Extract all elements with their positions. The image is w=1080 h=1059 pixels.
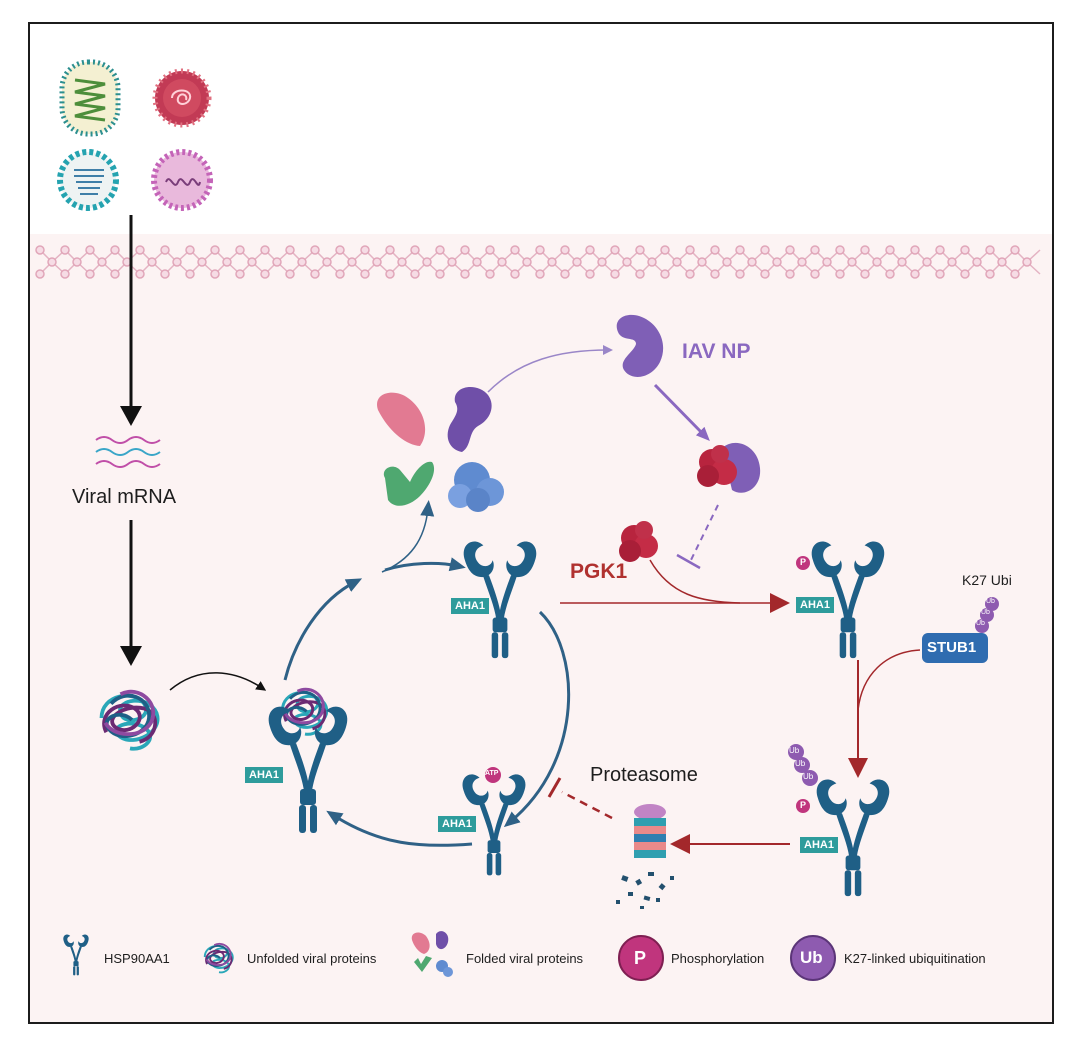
pgk1-label: PGK1 (570, 560, 628, 583)
ub-bottom-2 (794, 757, 810, 773)
legend-unfolded-label: Unfolded viral proteins (247, 951, 377, 966)
np-binding-arrow (653, 383, 710, 441)
aha1-tag-client: AHA1 (245, 767, 283, 783)
folded-protein-blue (448, 462, 504, 512)
phosphorylation-arrowhead (770, 593, 790, 613)
legend-phosphorylation-icon (618, 935, 664, 981)
entry-arrowhead (120, 406, 142, 426)
degraded-fragments-icon (616, 872, 674, 909)
cycle-arrow-release (283, 578, 363, 681)
iav-np-protein (616, 314, 664, 377)
ub-bottom-label-1: Ub (789, 746, 800, 755)
ub-chain-3 (985, 597, 999, 611)
folded-protein-pink (377, 392, 426, 446)
phospho-marker-bottom (796, 799, 810, 813)
virus-red-icon (152, 68, 212, 128)
phospho-p-bottom: P (800, 800, 807, 810)
client-loading-arrow (169, 672, 267, 691)
legend-ub-symbol: Ub (800, 948, 823, 967)
virus-filamentous-icon (59, 59, 121, 137)
folded-protein-purple (447, 386, 492, 452)
np-inhibition-bar (676, 553, 701, 570)
proteasome-inhibition-bar (547, 777, 562, 798)
ub-chain-label-2: Ub (981, 609, 990, 616)
pgk1-protein (619, 521, 658, 562)
legend-folded-icon (411, 931, 453, 977)
cell-membrane (35, 245, 1041, 279)
proteasome-inhibition-line (561, 790, 613, 820)
ub-bottom-3 (802, 770, 818, 786)
aha1-tag-phospho: AHA1 (796, 597, 834, 613)
cycle-arrow-reset (326, 810, 473, 847)
folding-arrow (381, 500, 435, 573)
proteasome-icon (634, 804, 666, 858)
ub-chain-2 (980, 608, 994, 622)
aha1-tag-open: AHA1 (451, 598, 489, 614)
atp-label: ATP (485, 770, 499, 777)
phospho-marker-top (796, 556, 810, 570)
legend-ubiquitin-icon (790, 935, 836, 981)
ub-chain-label-1: Ub (976, 620, 985, 627)
iav-np-label: IAV NP (682, 340, 751, 363)
np-export-arrow (487, 345, 613, 393)
legend-folded-label: Folded viral proteins (466, 951, 584, 966)
legend-ub-label: K27-linked ubiquitination (844, 951, 986, 966)
folded-protein-green (383, 461, 435, 506)
ub-bottom-label-3: Ub (803, 772, 814, 781)
ub-bottom-1 (788, 744, 804, 760)
pgk1-np-complex (697, 442, 761, 493)
virus-purple-icon (151, 149, 213, 211)
proteasome-label: Proteasome (590, 764, 698, 786)
viral-mrna-label: Viral mRNA (72, 486, 177, 508)
aha1-tag-ubiquitinated: AHA1 (800, 837, 838, 853)
phospho-p-top: P (800, 557, 807, 567)
degradation-arrowhead (670, 834, 690, 854)
viral-mrna-icon (95, 436, 161, 468)
ub-bottom-label-2: Ub (795, 759, 806, 768)
translation-arrowhead (120, 646, 142, 666)
ub-chain-label-3: Ub (986, 598, 995, 605)
stub1-contribution-curve (857, 649, 921, 711)
ub-chain-1 (975, 619, 989, 633)
cycle-arrow-atp (503, 610, 571, 828)
virus-blue-icon (57, 149, 119, 211)
legend-phospho-symbol: P (634, 948, 647, 968)
ubiquitination-arrowhead (848, 758, 868, 778)
stub1-box (922, 633, 988, 663)
stub1-label: STUB1 (927, 639, 977, 656)
aha1-tag-atp: AHA1 (438, 816, 476, 832)
k27-ubi-label: K27 Ubi (962, 572, 1012, 588)
legend-phospho-label: Phosphorylation (671, 951, 765, 966)
legend-hsp90-label: HSP90AA1 (104, 951, 170, 966)
atp-icon (485, 767, 501, 783)
cytoplasm-region (30, 234, 1052, 1022)
cycle-arrow-open (384, 557, 466, 572)
